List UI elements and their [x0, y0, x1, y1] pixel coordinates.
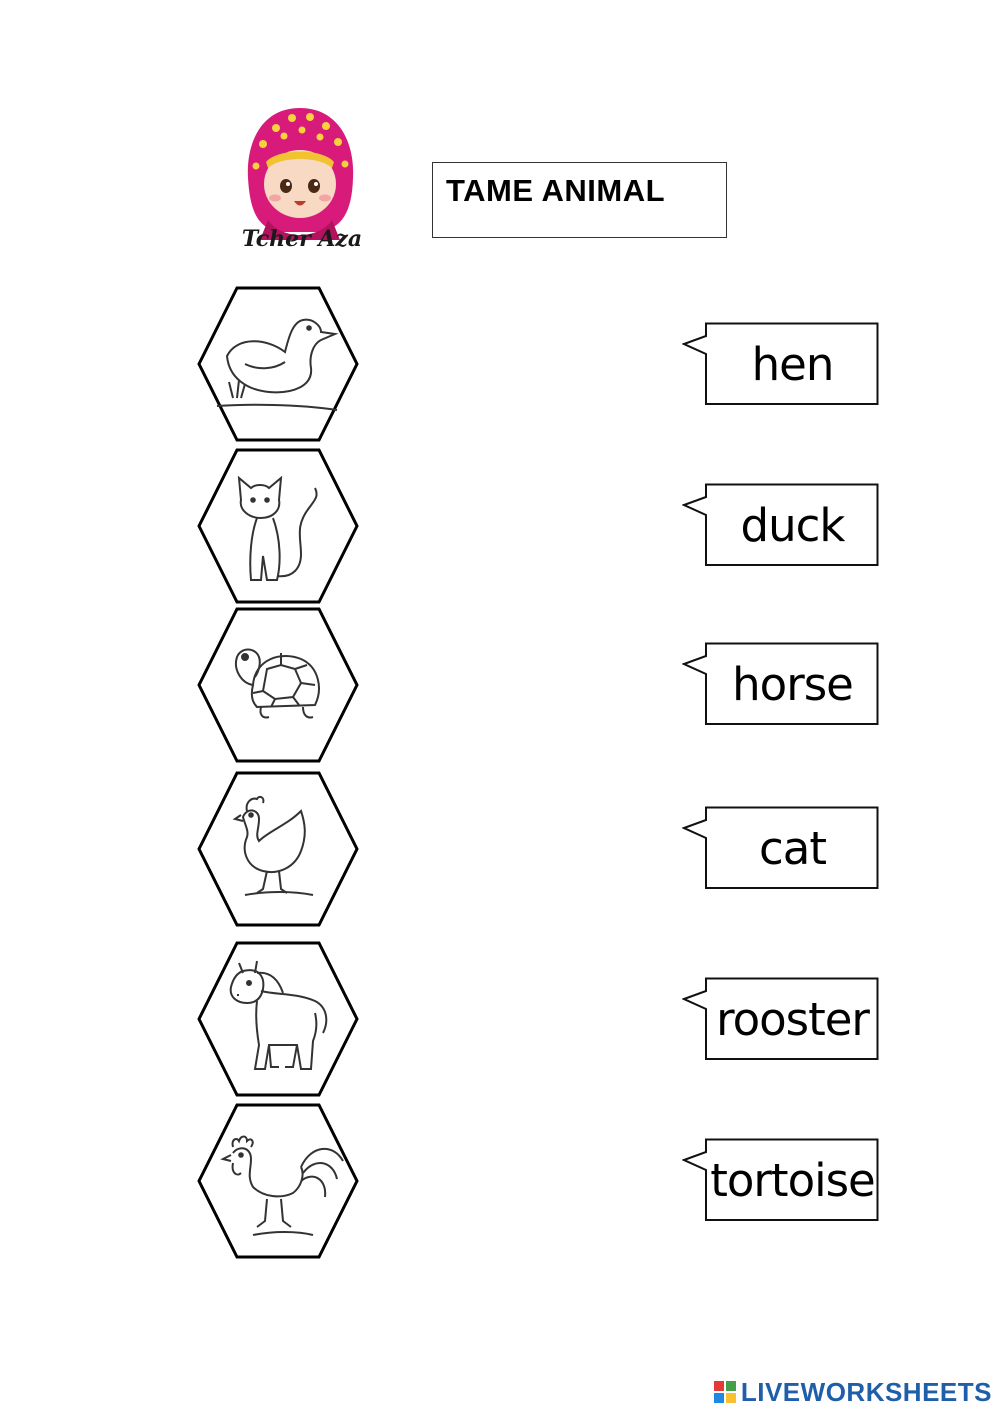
page-title: TAME ANIMAL [446, 173, 666, 208]
word-label: horse [732, 657, 854, 711]
teacher-avatar-logo [228, 100, 373, 265]
word-box-6[interactable]: tortoise [682, 1138, 879, 1222]
word-box-1[interactable]: hen [682, 322, 879, 406]
picture-cat[interactable] [197, 448, 359, 604]
word-box-4[interactable]: cat [682, 806, 879, 890]
word-box-3[interactable]: horse [682, 642, 879, 726]
word-label: duck [740, 498, 846, 552]
tortoise-icon [235, 648, 320, 719]
horse-icon [229, 960, 328, 1070]
liveworksheets-logo-icon [713, 1381, 736, 1403]
word-label: hen [751, 337, 835, 391]
duck-icon [216, 318, 339, 411]
word-label: cat [759, 821, 827, 875]
picture-horse[interactable] [197, 941, 359, 1097]
footer-brand: LIVEWORKSHEETS [713, 1376, 992, 1407]
rooster-icon [220, 1135, 344, 1236]
picture-tortoise[interactable] [197, 607, 359, 763]
word-label: tortoise [710, 1153, 876, 1207]
word-box-5[interactable]: rooster [682, 977, 879, 1061]
author-signature: Tcher Aza [241, 226, 363, 252]
picture-duck[interactable] [197, 286, 359, 442]
footer-brand-text: LIVEWORKSHEETS [740, 1376, 992, 1407]
title-box: TAME ANIMAL [432, 162, 727, 238]
picture-hen[interactable] [197, 771, 359, 927]
word-box-2[interactable]: duck [682, 483, 879, 567]
word-label: rooster [716, 992, 870, 1046]
hen-icon [232, 795, 314, 896]
picture-rooster[interactable] [197, 1103, 359, 1259]
cat-icon [237, 475, 318, 581]
